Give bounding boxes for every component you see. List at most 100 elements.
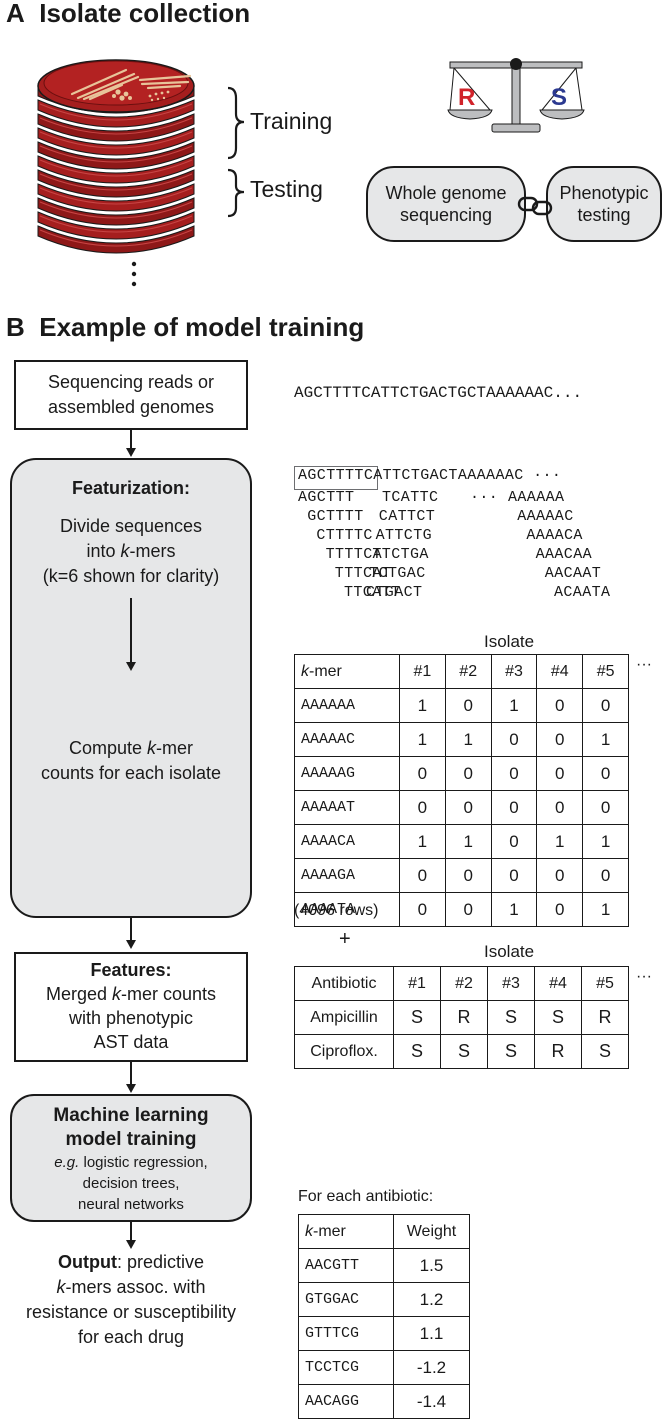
weight-cell: 1.2 (393, 1282, 470, 1317)
text-mers: -mers (129, 541, 176, 561)
petri-dish-rim (39, 187, 193, 205)
arrow-inner-head (126, 662, 136, 671)
balance-scale-icon (447, 58, 585, 133)
kmer-cell: AAAATA (294, 892, 400, 927)
features-line-3: AST data (93, 1032, 169, 1052)
text-compute: Compute (68, 738, 148, 758)
testing-label: Testing (250, 176, 323, 202)
compute-description: Compute k-mer counts for each isolate (10, 736, 252, 786)
seq2-rest: TCATTCTGACTAAAAAAC (354, 467, 524, 484)
ml-title-1: Machine learning (53, 1105, 209, 1126)
output-line-2: k-mers assoc. with (0, 1275, 262, 1300)
features-title: Features: (90, 960, 172, 980)
text-into: into (86, 541, 121, 561)
kmer-cell: AAAACA (294, 824, 400, 859)
petri-dish-layer (37, 169, 195, 198)
weight-cell: 1.1 (393, 1316, 470, 1351)
kmer-item: CTGACT (366, 584, 423, 601)
count-cell: 0 (444, 858, 492, 893)
kmer-item: AAAAAC (517, 508, 574, 525)
kmer-ellipsis: ··· (470, 489, 499, 506)
count-cell: 0 (399, 892, 446, 927)
compute-line-1: Compute k-mer (10, 736, 252, 761)
panel-b-heading: B Example of model training (6, 312, 364, 343)
petri-dish-layer (37, 113, 195, 142)
output-text: Output: predictive k-mers assoc. with re… (0, 1250, 262, 1350)
petri-dish-rim (39, 215, 193, 233)
kmer-cell: GTTTCG (298, 1316, 394, 1351)
features-box (14, 952, 248, 1062)
count-cell: 0 (582, 688, 629, 723)
isolate-label-2: Isolate (484, 942, 535, 961)
wgs-label: Whole genome sequencing (385, 183, 507, 225)
plus-sign: + (339, 928, 351, 950)
phenotypic-testing-box: Phenotypic testing (546, 166, 662, 242)
featurization-box (10, 458, 252, 918)
arrow-4-line (130, 1222, 132, 1244)
kmer-cell: AAAAAA (294, 688, 400, 723)
arrow-2-line (130, 918, 132, 942)
petri-dish-rim (39, 201, 193, 219)
isolate-label-1: Isolate (484, 632, 535, 651)
antibiotic-header-cell: Antibiotic (294, 966, 394, 1001)
weight-header-cell: Weight (393, 1214, 470, 1249)
arrow-3-head (126, 1084, 136, 1093)
petri-dish-layer (37, 127, 195, 156)
kmer-header-cell: k-mer (298, 1214, 394, 1249)
braces-icon (227, 86, 245, 218)
panel-b-letter: B (6, 312, 25, 342)
count-cell: 0 (536, 790, 584, 825)
petri-dish-layer (37, 99, 195, 128)
antibiotic-cell: Ampicillin (294, 1000, 394, 1035)
kmer-cell: TCCTCG (298, 1350, 394, 1385)
phenotype-cell: S (393, 1000, 441, 1035)
panel-a-letter: A (6, 0, 25, 28)
features-line-2: with phenotypic (68, 1008, 194, 1028)
ml-line-3: neural networks (78, 1196, 184, 1213)
chain-link-icon (517, 196, 553, 216)
petri-dish-rim (39, 103, 193, 121)
training-label: Training (250, 108, 333, 134)
featurization-line-3: (k=6 shown for clarity) (42, 566, 220, 586)
count-cell: 1 (582, 722, 629, 757)
text-mer: -mer (156, 738, 194, 758)
header-mer: -mer (313, 1222, 346, 1240)
isolate-header-cell: #4 (536, 654, 584, 689)
phenotype-cell: S (487, 1000, 535, 1035)
petri-dish-stack-icon (37, 59, 195, 287)
isolate-header-cell: #4 (534, 966, 582, 1001)
kmer-cell: AACAGG (298, 1384, 394, 1419)
output-bold: Output (57, 1252, 117, 1272)
arrow-inner-line (130, 598, 132, 664)
petri-dish-layer (37, 197, 195, 226)
ml-line-1: e.g. logistic regression, (10, 1152, 252, 1173)
count-cell: 1 (399, 688, 446, 723)
count-cell: 1 (444, 824, 492, 859)
arrow-3-line (130, 1062, 132, 1086)
phenotype-cell: S (440, 1034, 488, 1069)
pheno-label: Phenotypic testing (559, 183, 649, 225)
count-cell: 0 (582, 790, 629, 825)
kmer-item: TTCTGA (372, 546, 429, 563)
petri-dish-rim (39, 159, 193, 177)
petri-dish-rim (39, 131, 193, 149)
count-cell: 0 (582, 858, 629, 893)
isolate-header-cell: #5 (581, 966, 629, 1001)
kmer-item: TTTTCA (325, 546, 383, 563)
rows-note: (4096 rows) (294, 902, 379, 919)
phenotype-cell: R (440, 1000, 488, 1035)
kmer-item: AAACAA (535, 546, 593, 563)
ml-line-2: decision trees, (82, 1175, 180, 1192)
text-k4: k (56, 1277, 66, 1297)
featurization-description: Divide sequences into k-mers (k=6 shown … (10, 514, 252, 589)
count-cell: 0 (490, 756, 538, 791)
kmer-cell: AAAAAG (294, 756, 400, 791)
count-cell: 0 (399, 756, 446, 791)
